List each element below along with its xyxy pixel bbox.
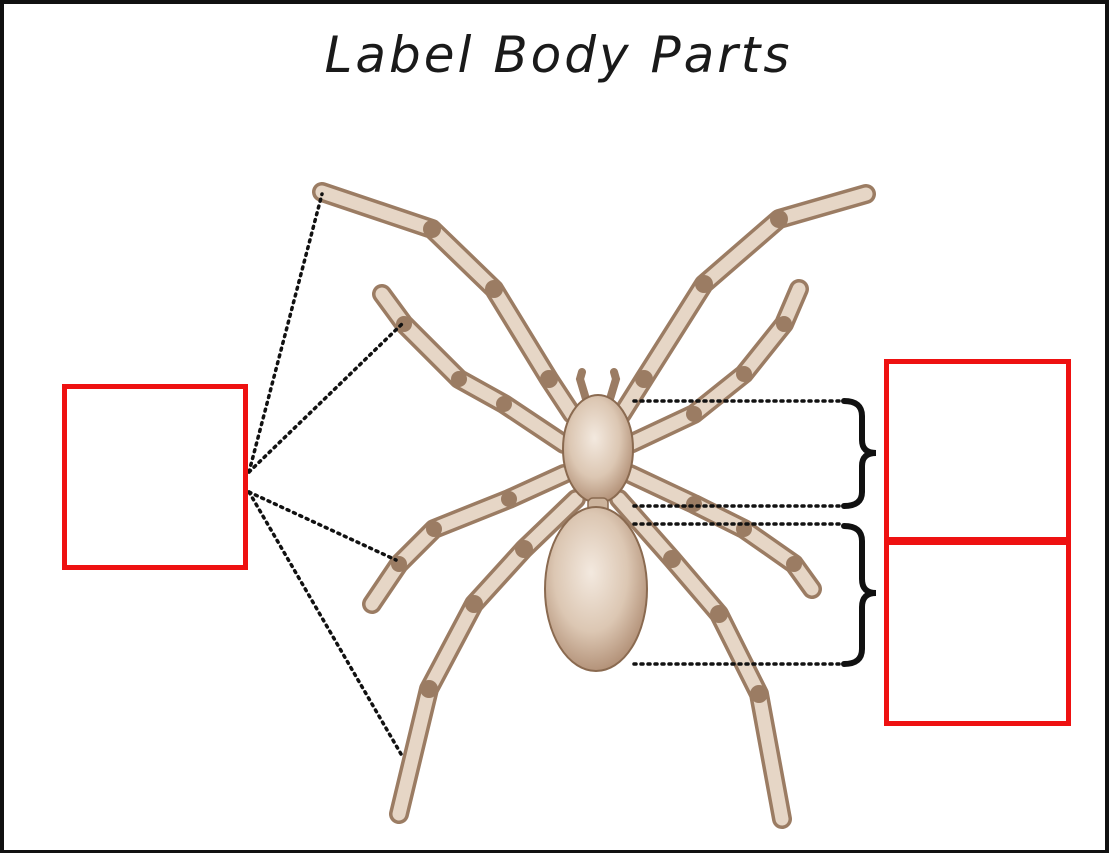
cephalothorax-label-box[interactable]	[884, 359, 1071, 542]
spider-abdomen	[545, 507, 647, 671]
brace-head-icon	[844, 401, 876, 506]
leader-left-4	[249, 492, 401, 754]
leader-left-1	[249, 194, 322, 472]
spider-cephalothorax	[563, 395, 633, 503]
leader-left-3	[249, 492, 396, 560]
brace-abdomen-icon	[844, 526, 876, 664]
abdomen-label-box[interactable]	[884, 540, 1071, 726]
leader-left-2	[249, 322, 404, 472]
braces	[844, 401, 876, 664]
legs-label-box[interactable]	[62, 384, 248, 570]
